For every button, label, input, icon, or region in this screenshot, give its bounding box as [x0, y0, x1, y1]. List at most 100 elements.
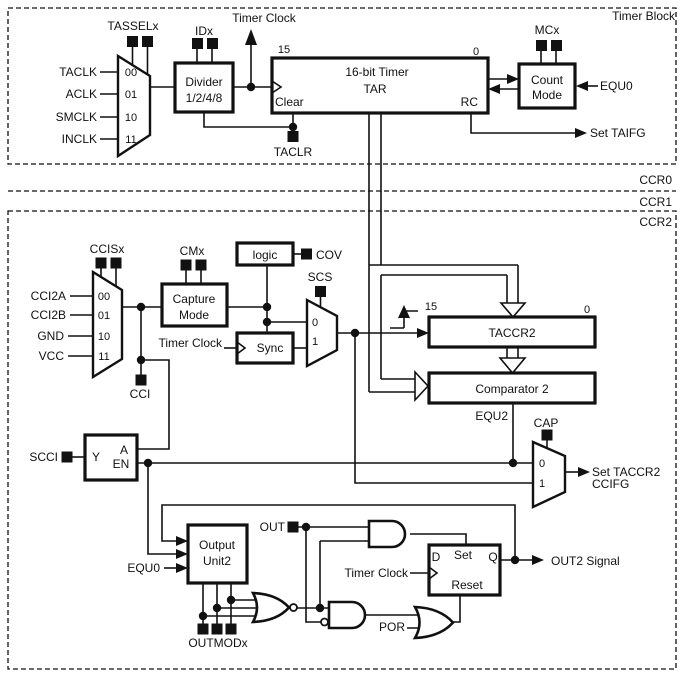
timer-clock-ff-label: Timer Clock — [344, 566, 409, 580]
equ0-top-label: EQU0 — [600, 79, 633, 93]
mcx-label: MCx — [535, 23, 560, 37]
tar-box — [270, 56, 490, 115]
scs-mux-0: 0 — [312, 317, 318, 329]
cci2a-label: CCI2A — [31, 289, 66, 303]
bus-branch-to-comparator — [369, 378, 415, 393]
out2-signal-label: OUT2 Signal — [551, 554, 620, 568]
scs-mux — [305, 298, 339, 368]
arrowheads — [176, 29, 590, 573]
comparator-label: Comparator 2 — [475, 382, 549, 396]
taccr2-bit15-label: 15 — [425, 301, 437, 313]
output-unit-line2: Unit2 — [203, 554, 231, 568]
inclk-label: INCLK — [62, 132, 97, 146]
tar-bit0-label: 0 — [473, 46, 479, 58]
por-label: POR — [379, 620, 405, 634]
taclk-label: TACLK — [59, 65, 97, 79]
ff-q-label: Q — [488, 550, 497, 564]
bus-branch-to-taccr2 — [369, 264, 519, 303]
ccis-mux-10: 10 — [98, 331, 110, 343]
logic-label: logic — [253, 248, 278, 262]
tassel-mux-01: 01 — [125, 89, 137, 101]
junction-dots — [136, 82, 520, 621]
out-to-nand-wire — [305, 527, 321, 623]
timer-clock-sync-label: Timer Clock — [158, 336, 223, 350]
tasselx-label: TASSELx — [107, 19, 158, 33]
gnd-label: GND — [37, 329, 64, 343]
tar-label-line2: TAR — [363, 82, 386, 96]
ccr1-label: CCR1 — [639, 195, 672, 209]
and1-to-set-wire — [410, 533, 467, 545]
or-gate-por — [412, 605, 455, 640]
set-ccifg-line1: Set TACCR2 — [592, 465, 661, 479]
bus-arrow-taccr2-comparator — [498, 357, 527, 375]
cci-label: CCI — [130, 387, 151, 401]
tar-countmode-wires — [488, 78, 519, 90]
register-bit-squares — [61, 36, 562, 635]
ccr2-block-border — [7, 210, 677, 670]
and-gate-out — [367, 519, 407, 549]
tar-bit15-label: 15 — [278, 44, 290, 56]
ccisx-cmx-stub-wires — [100, 268, 202, 287]
tassel-mux-00: 00 — [125, 67, 137, 79]
cmx-label: CMx — [180, 244, 205, 258]
capture-mode-box — [160, 282, 229, 328]
capture-signal-down-wire — [354, 333, 533, 484]
sync-label: Sync — [257, 341, 284, 355]
count-mode-line2: Mode — [532, 88, 562, 102]
out2-feedback-wire — [161, 504, 516, 560]
cap-mux — [531, 440, 567, 509]
taccr2-bit0-label: 0 — [584, 304, 590, 316]
outmodx-label: OUTMODx — [188, 636, 247, 650]
vcc-label: VCC — [39, 349, 65, 363]
cap-mux-1: 1 — [539, 478, 545, 490]
scs-mux-1: 1 — [312, 336, 318, 348]
tassel-mux — [116, 53, 152, 159]
ccis-mux-00: 00 — [98, 291, 110, 303]
tassel-mux-11: 11 — [125, 134, 136, 146]
cci-input-wires — [68, 295, 93, 357]
set-taifg-label: Set TAIFG — [590, 126, 646, 140]
out-label: OUT — [260, 520, 286, 534]
set-taifg-wire — [470, 113, 575, 134]
taccr2-label: TACCR2 — [488, 326, 535, 340]
set-ccifg-line2: CCIFG — [592, 477, 629, 491]
nor-feedback-wire — [319, 540, 369, 608]
scci-latch-box — [83, 433, 139, 482]
equ0-bottom-label: EQU0 — [127, 561, 160, 575]
en-to-output-unit-wire — [147, 463, 176, 555]
or-to-reset-wire — [453, 595, 461, 623]
cap-label: CAP — [534, 416, 559, 430]
divider-label-line2: 1/2/4/8 — [186, 91, 223, 105]
tar-clock-icon — [271, 80, 283, 94]
scci-label: SCCI — [29, 450, 58, 464]
idx-label: IDx — [195, 24, 213, 38]
clock-input-wires — [100, 71, 118, 140]
ff-clock-icon — [428, 566, 439, 580]
comparator-box — [427, 371, 597, 405]
ff-d-label: D — [432, 550, 441, 564]
bus-arrow-into-comparator — [414, 369, 430, 403]
register-bit-stub-wires — [131, 47, 557, 75]
ff-set-label: Set — [454, 548, 473, 562]
nor-bubble — [289, 603, 298, 612]
logic-box — [235, 241, 295, 267]
ccis-mux-11: 11 — [98, 351, 109, 363]
ccr2-label: CCR2 — [639, 215, 672, 229]
ccis-mux-01: 01 — [98, 310, 110, 322]
and-input-bubble — [320, 617, 329, 627]
latch-a-label: A — [120, 443, 128, 457]
equ2-label: EQU2 — [475, 409, 508, 423]
output-unit-box — [186, 523, 249, 585]
sync-clock-icon — [236, 341, 247, 355]
capture-mode-line2: Mode — [179, 308, 209, 322]
flip-flop-box — [427, 543, 502, 597]
aclk-label: ACLK — [66, 87, 97, 101]
tar-clear-label: Clear — [275, 95, 304, 109]
tar-label-line1: 16-bit Timer — [345, 65, 408, 79]
ccisx-label: CCISx — [90, 242, 125, 256]
bus-taccr2-to-comparator — [506, 347, 519, 358]
count-mode-box — [517, 62, 577, 110]
timer-clock-top-label: Timer Clock — [232, 11, 297, 25]
